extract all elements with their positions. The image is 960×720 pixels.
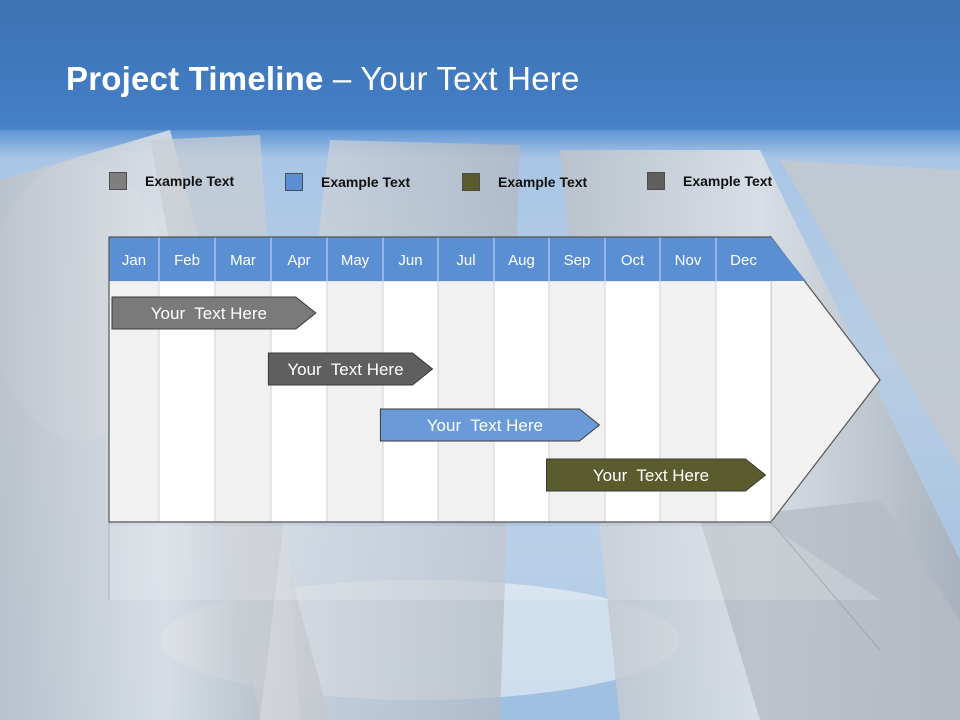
legend-label-2: Example Text xyxy=(321,174,411,190)
month-label-oct: Oct xyxy=(621,252,645,269)
legend-label-1: Example Text xyxy=(145,173,235,189)
month-column-jul xyxy=(437,280,495,523)
month-column-jun xyxy=(382,280,439,523)
month-label-dec: Dec xyxy=(730,252,757,269)
title-rest: – Your Text Here xyxy=(323,60,580,97)
month-label-aug: Aug xyxy=(508,252,535,269)
legend-item-1: Example Text xyxy=(109,171,234,191)
month-label-apr: Apr xyxy=(287,252,310,269)
month-label-sep: Sep xyxy=(564,252,591,269)
task-label-3: Your Text Here xyxy=(427,416,543,435)
timeline-header-corner xyxy=(771,237,806,281)
legend-swatch-3 xyxy=(462,173,480,191)
legend-item-3: Example Text xyxy=(462,172,587,192)
month-column-may xyxy=(326,280,384,523)
timeline-frame xyxy=(108,236,771,523)
month-label-mar: Mar xyxy=(230,252,256,269)
task-bar-4 xyxy=(546,458,767,492)
legend-item-4: Example Text xyxy=(647,171,772,191)
timeline-reflection xyxy=(109,526,880,600)
task-label-4: Your Text Here xyxy=(593,466,709,485)
page-title: Project Timeline – Your Text Here xyxy=(66,60,580,98)
legend-swatch-4 xyxy=(647,172,665,190)
task-label-1: Your Text Here xyxy=(151,304,267,323)
legend-label-3: Example Text xyxy=(498,174,588,190)
timeline-header xyxy=(109,237,771,281)
legend-swatch-2 xyxy=(285,173,303,191)
month-column-aug xyxy=(493,280,550,523)
reflection-edge-right xyxy=(770,521,881,651)
task-bar-2 xyxy=(267,352,434,386)
title-bold: Project Timeline xyxy=(66,60,324,97)
month-label-nov: Nov xyxy=(675,252,702,269)
month-label-may: May xyxy=(341,252,370,269)
legend-label-4: Example Text xyxy=(683,173,773,189)
legend-swatch-1 xyxy=(109,172,127,190)
month-label-feb: Feb xyxy=(174,252,200,269)
task-bar-1 xyxy=(111,296,317,330)
month-label-jan: Jan xyxy=(122,252,146,269)
month-label-jul: Jul xyxy=(456,252,475,269)
month-label-jun: Jun xyxy=(398,252,422,269)
task-bar-3 xyxy=(379,408,601,442)
legend-item-2: Example Text xyxy=(285,172,410,192)
task-label-2: Your Text Here xyxy=(287,360,403,379)
